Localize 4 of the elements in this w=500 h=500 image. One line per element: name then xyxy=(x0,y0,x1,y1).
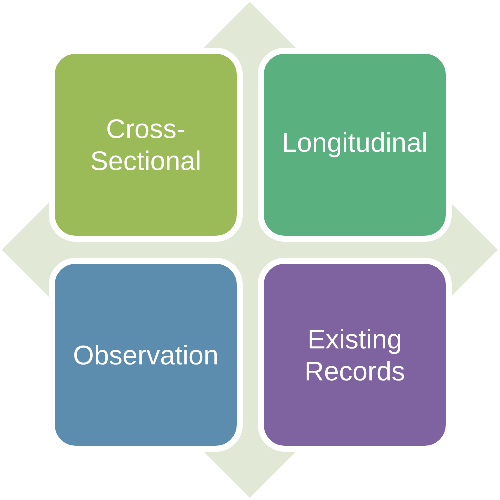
matrix-box: Observation xyxy=(49,258,243,452)
matrix-box: Longitudinal xyxy=(258,48,452,242)
matrix-box: Existing Records xyxy=(258,258,452,452)
matrix-box: Cross-Sectional xyxy=(49,48,243,242)
